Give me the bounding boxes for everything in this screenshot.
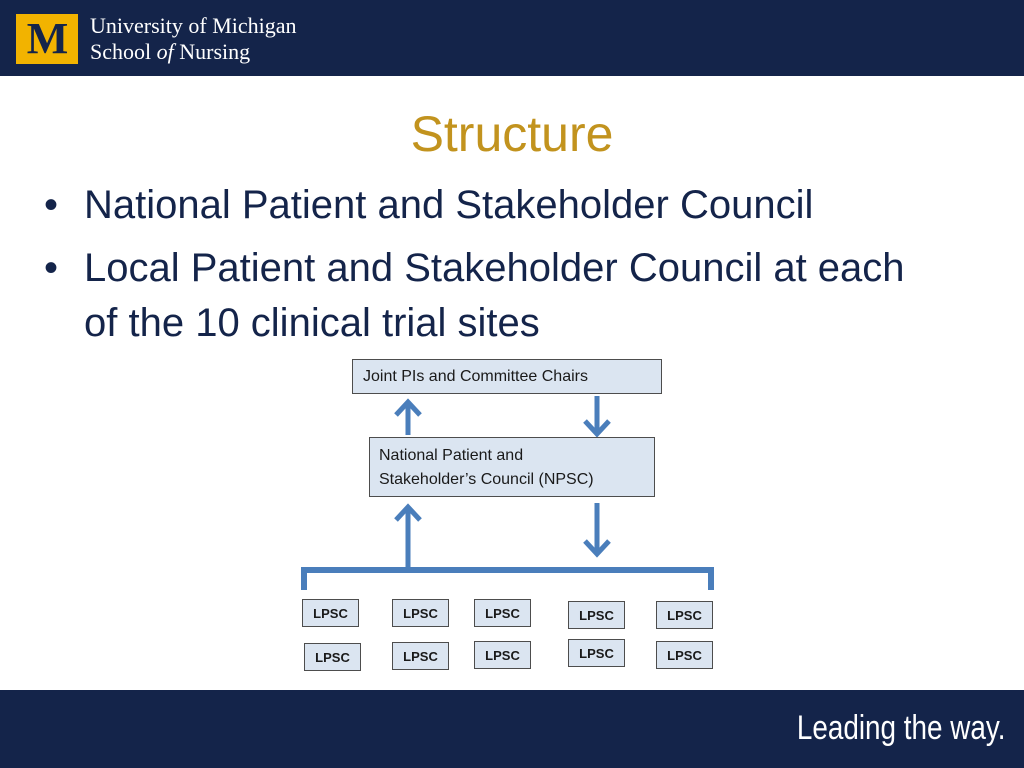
lpsc-box: LPSC xyxy=(304,643,361,671)
lpsc-bracket xyxy=(301,567,714,590)
lpsc-box: LPSC xyxy=(392,642,449,670)
org-school-text: School xyxy=(90,39,157,64)
org-nursing-text: Nursing xyxy=(173,39,251,64)
arrow-down-to-npsc-head xyxy=(583,419,611,438)
bullet-text: National Patient and Stakeholder Council xyxy=(84,183,814,227)
logo-letter: M xyxy=(26,14,69,63)
arrow-up-to-chairs-head xyxy=(394,398,422,417)
bullet-text: Local Patient and Stakeholder Council at… xyxy=(84,246,905,345)
university-logo: M xyxy=(16,14,78,64)
bullet-item: • National Patient and Stakeholder Counc… xyxy=(44,178,944,233)
header-bar: M University of Michigan School of Nursi… xyxy=(0,0,1024,76)
lpsc-box: LPSC xyxy=(656,601,713,629)
lpsc-box: LPSC xyxy=(656,641,713,669)
tagline: Leading the way. xyxy=(797,709,1006,747)
bullet-marker: • xyxy=(44,246,59,290)
npsc-box: National Patient and Stakeholder’s Counc… xyxy=(369,437,655,497)
arrow-down-to-lpsc-head xyxy=(583,539,611,558)
lpsc-box: LPSC xyxy=(568,639,625,667)
bullet-item: • Local Patient and Stakeholder Council … xyxy=(44,241,944,351)
npsc-line1: National Patient and xyxy=(379,447,524,464)
lpsc-box: LPSC xyxy=(392,599,449,627)
npsc-line2: Stakeholder’s Council (NPSC) xyxy=(379,471,594,488)
bullet-list: • National Patient and Stakeholder Counc… xyxy=(44,178,944,359)
footer-bar: Leading the way. xyxy=(0,690,1024,768)
lpsc-box: LPSC xyxy=(474,599,531,627)
lpsc-box: LPSC xyxy=(474,641,531,669)
lpsc-box: LPSC xyxy=(568,601,625,629)
lpsc-box: LPSC xyxy=(302,599,359,627)
org-name-line1: University of Michigan xyxy=(90,13,297,38)
joint-pis-box: Joint PIs and Committee Chairs xyxy=(352,359,662,394)
org-of-text: of xyxy=(156,39,174,64)
org-name-line2: School of Nursing xyxy=(90,40,250,64)
slide-title: Structure xyxy=(410,106,614,162)
arrow-up-to-npsc-head xyxy=(394,503,422,522)
bullet-marker: • xyxy=(44,183,59,227)
